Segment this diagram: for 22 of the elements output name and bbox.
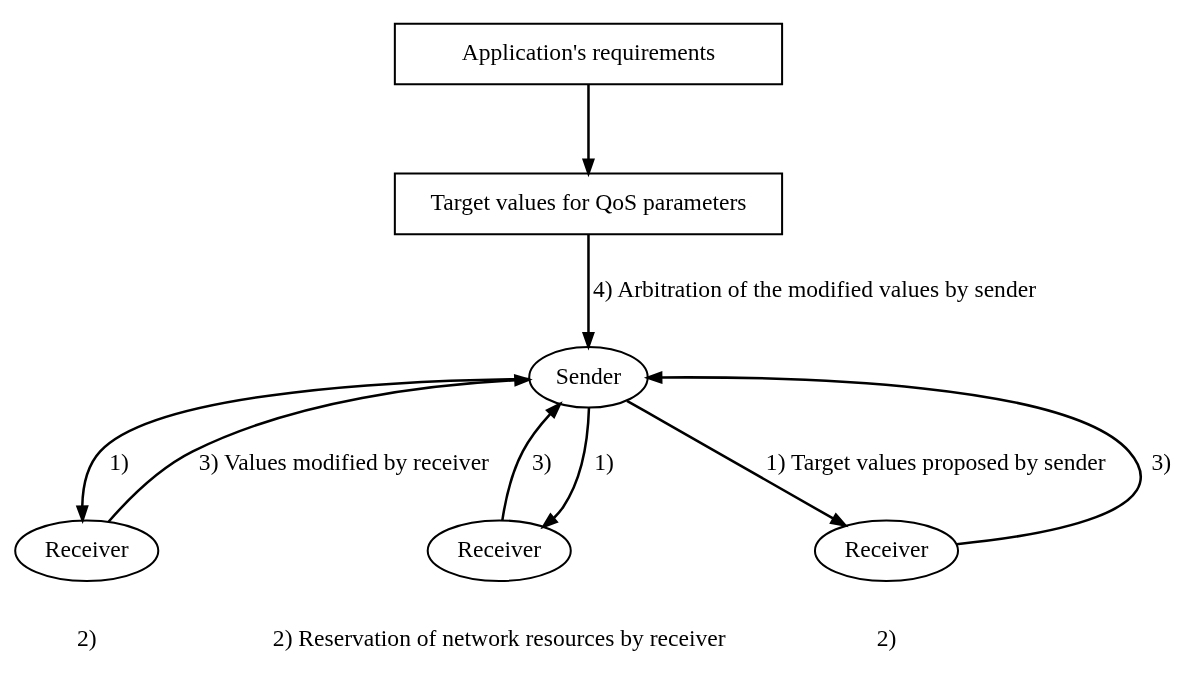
arrow [540, 407, 591, 529]
edge-label: 3) [531, 448, 552, 475]
node-label: 2) [76, 624, 97, 651]
node-box: Application's requirements [393, 22, 784, 85]
edge-label: 1) Target values proposed by sender [765, 448, 1106, 475]
node-ellipse: Receiver [14, 518, 160, 582]
edge-label: 3) Values modified by receiver [198, 448, 489, 475]
arrow [581, 84, 595, 177]
node-box: Target values for QoS parameters [393, 172, 784, 235]
edge-label: 1) [109, 448, 129, 475]
arrow [626, 399, 849, 527]
arrow [501, 400, 563, 521]
node-label: 2) Reservation of network resources by receiver [272, 624, 726, 651]
node-ellipse: Receiver [813, 518, 960, 582]
edge-label: 3) [1151, 448, 1172, 475]
arrow [581, 233, 595, 350]
edge-label: 1) [594, 448, 614, 475]
edge-label: 4) Arbitration of the modified values by sender [593, 275, 1037, 302]
node-ellipse: Sender [528, 345, 649, 409]
arrow [643, 370, 1142, 545]
node-label: 2) [876, 624, 897, 651]
node-ellipse: Receiver [426, 518, 572, 582]
